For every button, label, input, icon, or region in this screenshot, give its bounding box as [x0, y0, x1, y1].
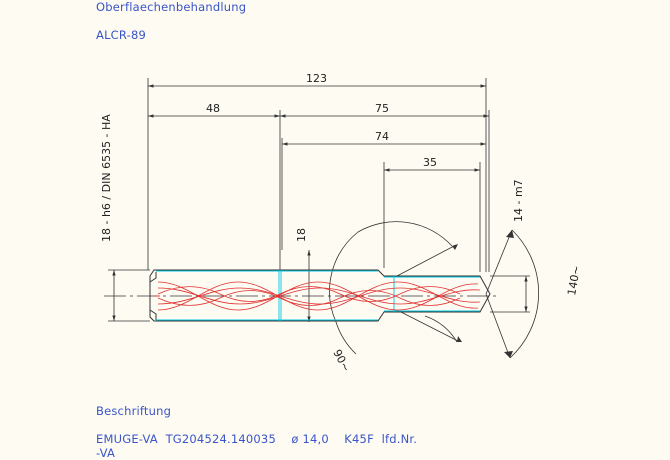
helix-angle-arc: [329, 221, 459, 355]
engraving-line-1: EMUGE-VA TG204524.140035 ø 14,0 K45F lfd…: [96, 432, 418, 446]
coating-heading: Oberflaechenbehandlung: [96, 0, 247, 14]
dim-shank-diameter: 18 - h6 / DIN 6535 - HA: [100, 114, 113, 242]
dim-shank-length: 48: [206, 102, 220, 115]
dim-helix-angle: 90~: [330, 347, 352, 374]
dim-flute-length-2: 74: [375, 130, 389, 143]
dim-flute-length: 75: [375, 102, 389, 115]
coating-value: ALCR-89: [96, 28, 147, 42]
dim-overall-length: 123: [306, 72, 327, 85]
point-angle-arc: [485, 229, 539, 359]
dim-neck-diameter: 18: [295, 228, 308, 242]
engraving-line-2: -VA: [96, 446, 116, 460]
cyan-contour: [156, 270, 480, 321]
flute-helix: [157, 281, 481, 311]
engraving-heading: Beschriftung: [96, 404, 172, 418]
dim-tip-length: 35: [423, 156, 437, 169]
dim-point-angle: 140~: [565, 265, 583, 297]
extension-lines: [108, 78, 530, 322]
tool-outline: [149, 269, 491, 322]
dim-cutting-diameter: 14 - m7: [512, 179, 525, 222]
